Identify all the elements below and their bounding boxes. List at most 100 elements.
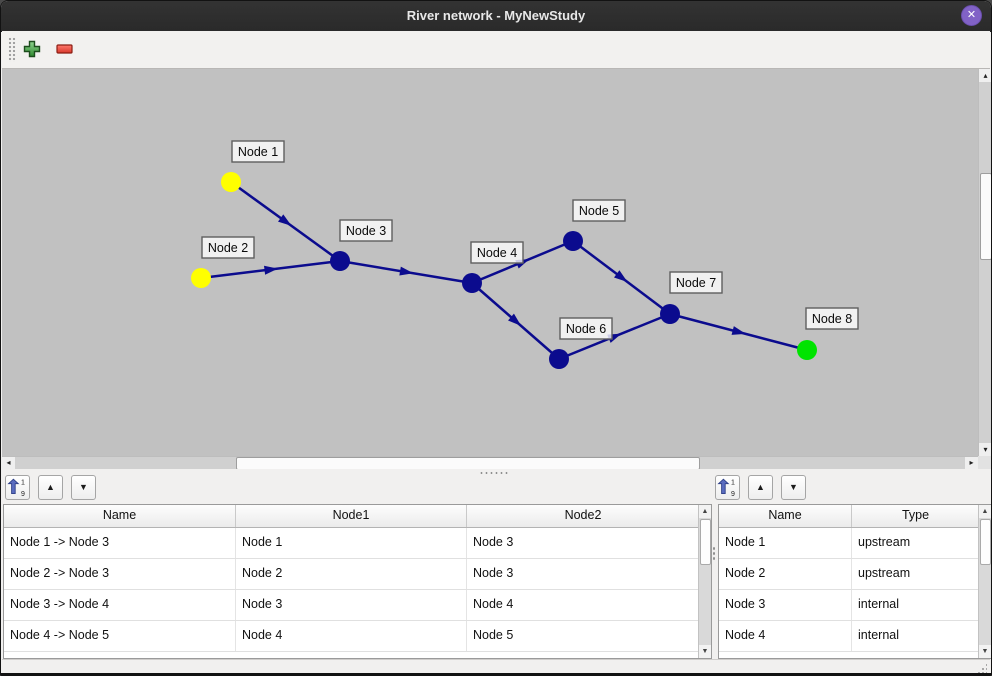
- scroll-up-icon[interactable]: ▲: [699, 505, 711, 518]
- edges-table-cell[interactable]: Node 3: [467, 528, 700, 558]
- canvas-hscrollbar[interactable]: ◂ ▸: [2, 456, 978, 470]
- plus-icon: [23, 40, 41, 58]
- edges-table-header-node1[interactable]: Node1: [236, 505, 467, 527]
- node-node3[interactable]: [330, 251, 350, 271]
- nodes-move-up-button[interactable]: ▲: [748, 475, 773, 500]
- node-node5[interactable]: [563, 231, 583, 251]
- edges-table-cell[interactable]: Node 4: [467, 590, 700, 620]
- nodes-table-cell[interactable]: upstream: [852, 559, 980, 589]
- toolbar-drag-handle[interactable]: [8, 37, 16, 62]
- scroll-down-icon[interactable]: ▾: [979, 443, 991, 456]
- edges-table-header-name[interactable]: Name: [4, 505, 236, 527]
- svg-text:Node 7: Node 7: [676, 276, 716, 290]
- sort-ascending-icon: 1 9: [717, 478, 735, 498]
- node-label-node7[interactable]: Node 7: [669, 271, 723, 294]
- close-button[interactable]: ✕: [961, 5, 982, 26]
- node-label-node4[interactable]: Node 4: [470, 241, 524, 264]
- nodes-table-cell[interactable]: Node 2: [719, 559, 852, 589]
- node-node6[interactable]: [549, 349, 569, 369]
- titlebar[interactable]: River network - MyNewStudy ✕: [1, 1, 991, 32]
- scroll-up-icon[interactable]: ▴: [979, 69, 991, 82]
- window-title: River network - MyNewStudy: [406, 8, 586, 23]
- edges-table-cell[interactable]: Node 2: [236, 559, 467, 589]
- edges-table-cell[interactable]: Node 1: [236, 528, 467, 558]
- nodes-table-vscrollbar[interactable]: ▲ ▼: [978, 505, 991, 658]
- node-label-node5[interactable]: Node 5: [572, 199, 626, 222]
- river-network-canvas[interactable]: Node 1 Node 2 Node 3 Node 4 Node 5 Node 6 Node…: [2, 69, 978, 456]
- scroll-right-icon[interactable]: ▸: [965, 457, 978, 469]
- node-node7[interactable]: [660, 304, 680, 324]
- window-resize-grip[interactable]: [977, 663, 987, 673]
- edges-sort-button[interactable]: 1 9: [5, 475, 30, 500]
- edges-table-cell[interactable]: Node 4 -> Node 5: [4, 621, 236, 651]
- up-arrow-icon: ▲: [46, 482, 55, 492]
- edge-arrow-icon: [614, 270, 628, 283]
- canvas-vscrollbar[interactable]: ▴ ▾: [978, 69, 991, 456]
- nodes-table-cell[interactable]: internal: [852, 590, 980, 620]
- edges-table-cell[interactable]: Node 5: [467, 621, 700, 651]
- edges-table-vscrollbar[interactable]: ▲ ▼: [698, 505, 711, 658]
- add-button[interactable]: [23, 40, 41, 58]
- nodes-table-cell[interactable]: upstream: [852, 528, 980, 558]
- edge-arrow-icon: [731, 326, 746, 335]
- edge-arrow-icon: [508, 313, 522, 326]
- scroll-left-icon[interactable]: ◂: [2, 457, 15, 469]
- edges-table-cell[interactable]: Node 3: [236, 590, 467, 620]
- nodes-table-cell[interactable]: Node 1: [719, 528, 852, 558]
- svg-text:1: 1: [21, 480, 25, 487]
- node-label-node8[interactable]: Node 8: [805, 307, 859, 330]
- edges-table-cell[interactable]: Node 4: [236, 621, 467, 651]
- node-label-node3[interactable]: Node 3: [339, 219, 393, 242]
- node-node4[interactable]: [462, 273, 482, 293]
- scroll-down-icon[interactable]: ▼: [699, 645, 711, 658]
- edges-move-up-button[interactable]: ▲: [38, 475, 63, 500]
- close-icon: ✕: [966, 9, 977, 21]
- sort-ascending-icon: 1 9: [7, 478, 25, 498]
- node-label-node1[interactable]: Node 1: [231, 140, 285, 163]
- svg-text:9: 9: [21, 491, 25, 498]
- node-label-node6[interactable]: Node 6: [559, 317, 613, 340]
- nodes-table-header-type[interactable]: Type: [852, 505, 980, 527]
- nodes-table-cell[interactable]: Node 4: [719, 621, 852, 651]
- main-toolbar: [2, 31, 990, 69]
- remove-button[interactable]: [56, 43, 74, 55]
- svg-text:Node 6: Node 6: [566, 322, 606, 336]
- edge-arrow-icon: [278, 214, 292, 226]
- table-scroll-thumb[interactable]: [700, 519, 711, 565]
- nodes-sort-button[interactable]: 1 9: [715, 475, 740, 500]
- canvas-table-splitter[interactable]: [2, 469, 991, 475]
- edges-table-cell[interactable]: Node 3 -> Node 4: [4, 590, 236, 620]
- network-view[interactable]: Node 1 Node 2 Node 3 Node 4 Node 5 Node 6 Node…: [2, 69, 978, 456]
- table-scroll-thumb[interactable]: [980, 519, 991, 565]
- node-node1[interactable]: [221, 172, 241, 192]
- nodes-table-header-name[interactable]: Name: [719, 505, 852, 527]
- edges-table-cell[interactable]: Node 2 -> Node 3: [4, 559, 236, 589]
- edges-table-header-node2[interactable]: Node2: [467, 505, 700, 527]
- scroll-down-icon[interactable]: ▼: [979, 645, 991, 658]
- node-node2[interactable]: [191, 268, 211, 288]
- edges-table-cell[interactable]: Node 1 -> Node 3: [4, 528, 236, 558]
- splitter-grip-icon: [479, 471, 509, 474]
- node-node8[interactable]: [797, 340, 817, 360]
- edges-move-down-button[interactable]: ▼: [71, 475, 96, 500]
- nodes-table-cell[interactable]: internal: [852, 621, 980, 651]
- nodes-move-down-button[interactable]: ▼: [781, 475, 806, 500]
- vscrollbar-thumb[interactable]: [980, 173, 991, 260]
- svg-text:Node 3: Node 3: [346, 224, 386, 238]
- node-label-node2[interactable]: Node 2: [201, 236, 255, 259]
- edges-table-cell[interactable]: Node 3: [467, 559, 700, 589]
- scroll-up-icon[interactable]: ▲: [979, 505, 991, 518]
- tables-splitter-grip[interactable]: [712, 546, 716, 562]
- nodes-table-cell[interactable]: Node 3: [719, 590, 852, 620]
